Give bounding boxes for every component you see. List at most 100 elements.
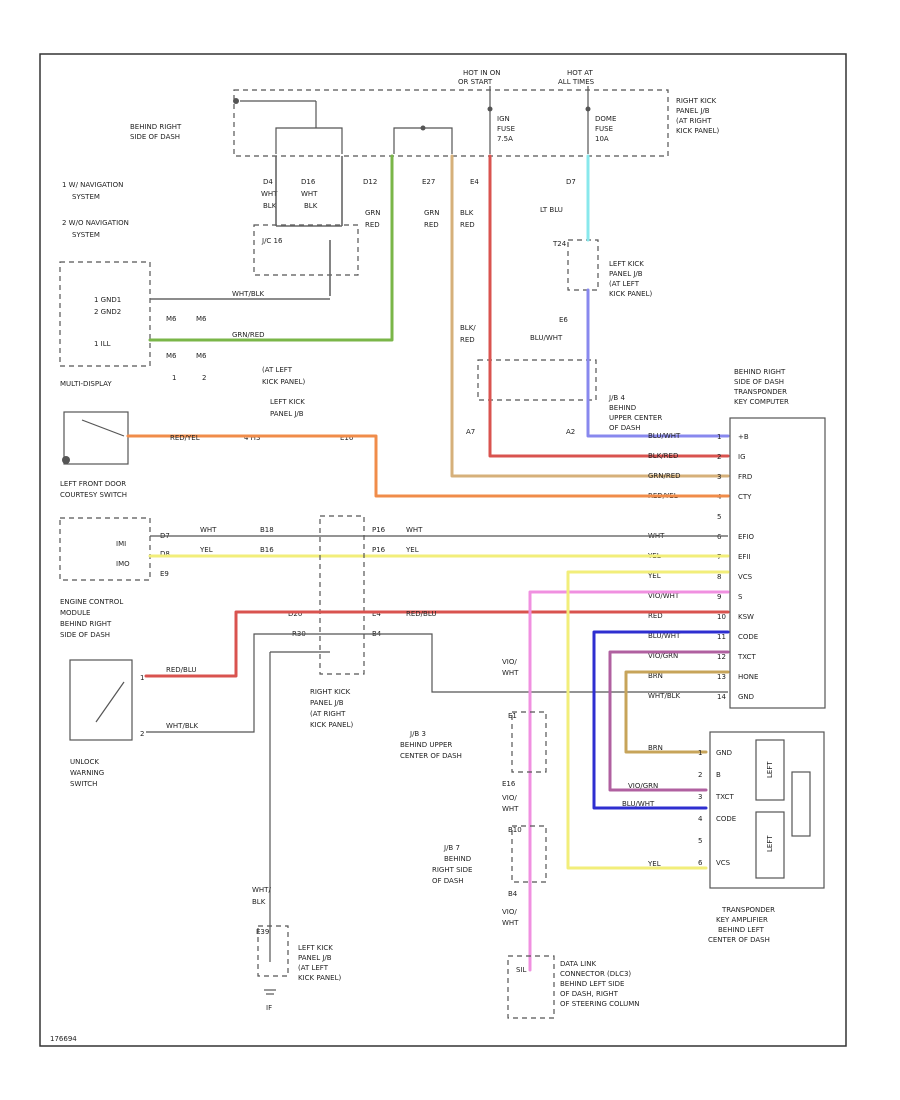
tkc-pin-name: EFIO (738, 533, 755, 541)
tkc-wire-label: YEL (647, 572, 661, 580)
blkred-label: BLK/ (460, 324, 476, 332)
jb7-c1: B10 (508, 826, 522, 834)
ecm-c1: B18 (260, 526, 274, 534)
ground-label-2: PANEL J/B (298, 954, 332, 962)
d12-color: GRN (365, 209, 381, 217)
ecm-w3: WHT (406, 526, 423, 534)
jb7-label-2: BEHIND (444, 855, 471, 863)
tkc-wire-label: RED (648, 612, 663, 620)
jb7-label-4: OF DASH (432, 877, 464, 885)
md-pin-2: M6 (196, 315, 207, 323)
ground-box (257, 925, 289, 977)
e4-color: BLK (460, 209, 474, 217)
tkc-pin-number: 13 (717, 673, 726, 681)
tkc-label-4: KEY COMPUTER (734, 398, 789, 406)
tkc-pin-number: 5 (717, 513, 721, 521)
jb3-label-3: CENTER OF DASH (400, 752, 462, 760)
ground-w1b: BLK (252, 898, 266, 906)
uws-wire-2: WHT/BLK (166, 722, 199, 730)
jb4-label-1: J/B 4 (608, 394, 625, 402)
jb4-box (477, 359, 597, 401)
rk-mid-label-1: RIGHT KICK (310, 688, 351, 696)
amp-pin-name: VCS (716, 859, 731, 867)
right-kick-panel-jb-box (233, 89, 669, 157)
tkc-pin-number: 9 (717, 593, 721, 601)
md-wire-2: GRN/RED (232, 331, 265, 339)
e4-label: E4 (470, 178, 479, 186)
tkc-wire-label: BRN (648, 672, 663, 680)
d16-color: WHT (301, 190, 318, 198)
lk-label-3: (AT LEFT (609, 280, 640, 288)
tkc-label-1: BEHIND RIGHT (734, 368, 786, 376)
ecm-c4: P16 (372, 546, 386, 554)
hot-all-times-label: ALL TIMES (558, 78, 595, 86)
d16-color-2: BLK (304, 202, 318, 210)
jb7-label-3: RIGHT SIDE (432, 866, 472, 874)
jb3-box (511, 711, 547, 773)
jb3-c1: E1 (508, 712, 517, 720)
dlc-label-4: OF DASH, RIGHT (560, 990, 619, 998)
md-pin-3: M6 (166, 352, 177, 360)
e6-label: E6 (559, 316, 568, 324)
tkc-label-2: SIDE OF DASH (734, 378, 784, 386)
rk-wire: RED/BLU (406, 610, 437, 618)
ign-fuse-label-2: FUSE (497, 125, 515, 133)
tkc-wire-label: BLU/WHT (648, 632, 681, 640)
md-num-2: 2 (202, 374, 206, 382)
door-at-1: (AT LEFT (262, 366, 293, 374)
ecm-imi: IMI (116, 540, 126, 548)
multi-display-label: MULTI-DISPLAY (60, 380, 112, 388)
dome-fuse-label: DOME (595, 115, 616, 123)
multi-display-box (59, 261, 151, 367)
ecm-imo: IMO (116, 560, 130, 568)
tkc-wire-label: VIO/WHT (648, 592, 680, 600)
amp-pin-number: 4 (698, 815, 703, 823)
lk-label-2: PANEL J/B (609, 270, 643, 278)
tkc-pins: +B1BLU/WHTIG2BLK/REDFRD3GRN/REDCTY4RED/Y… (647, 432, 758, 701)
ign-fuse-label: IGN (497, 115, 510, 123)
ecm: IMI IMO D7 D8 E9 ENGINE CONTROL MODULE B… (59, 517, 730, 639)
tkc-wire-label: GRN/RED (648, 472, 681, 480)
dlc-pin: SIL (516, 966, 527, 974)
figure-id: 176694 (50, 1035, 77, 1043)
jb3-w1: VIO/ (502, 658, 517, 666)
tkc-pin-number: 11 (717, 633, 726, 641)
md-wire-1: WHT/BLK (232, 290, 265, 298)
amp-box (709, 731, 825, 889)
ground: WHT/ BLK E39 LEFT KICK PANEL J/B (AT LEF… (252, 652, 341, 1012)
ecm-label-1: ENGINE CONTROL (60, 598, 123, 606)
right-kick-label-2: PANEL J/B (676, 107, 710, 115)
amp-w4: YEL (647, 860, 661, 868)
d7-label: D7 (566, 178, 576, 186)
door-at-2: KICK PANEL) (262, 378, 305, 386)
power-section: HOT IN ON OR START HOT AT ALL TIMES IGN … (130, 69, 719, 157)
dome-fuse-label-2: FUSE (595, 125, 613, 133)
tkc-box (729, 417, 826, 709)
amp-pin-number: 1 (698, 749, 702, 757)
lk-box (567, 239, 599, 291)
door-wire: RED/YEL (170, 434, 200, 442)
d12-label: D12 (363, 178, 377, 186)
jb3-w1b: WHT (502, 669, 519, 677)
jb7-c2: B4 (508, 890, 518, 898)
ground-id: IF (266, 1004, 272, 1012)
uws-label-3: SWITCH (70, 780, 97, 788)
dlc-box (507, 955, 555, 1019)
tkc-pin-number: 10 (717, 613, 726, 621)
top-wire-labels: D4 WHT BLK D16 WHT BLK D12 GRN RED E27 G… (261, 178, 576, 245)
tkc-pin-number: 14 (717, 693, 726, 701)
tkc-wire-label: BLK/RED (648, 452, 678, 460)
d4-label: D4 (263, 178, 273, 186)
jb3-label-1: J/B 3 (409, 730, 426, 738)
e27-color-2: RED (424, 221, 439, 229)
left-kick-panel-top: LEFT KICK PANEL J/B (AT LEFT KICK PANEL)… (460, 239, 652, 344)
amp-pin-name: GND (716, 749, 732, 757)
multi-display: 1 GND1 2 GND2 1 ILL M6 M6 M6 M6 1 2 MULT… (59, 154, 394, 388)
amp-antenna (791, 771, 811, 837)
amp-w2: VIO/GRN (628, 782, 658, 790)
a2-label: A2 (566, 428, 575, 436)
amp-coil-1 (755, 739, 785, 801)
uws-box (69, 659, 133, 741)
ecm-box (59, 517, 151, 581)
